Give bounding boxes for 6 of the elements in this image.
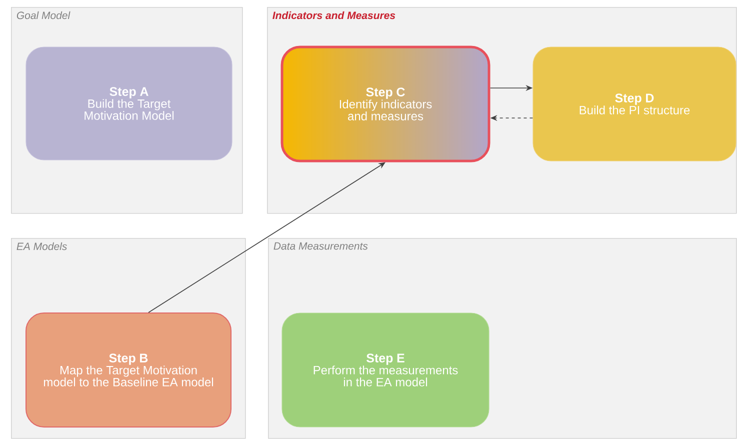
step-box: Step E Perform the measurements in the EA model [282, 312, 490, 428]
arrow [148, 162, 386, 313]
step-box: Step B Map the Target Motivation model to the Baseline EA model [26, 312, 232, 428]
step-box: Step A Build the Target Motivation Model [26, 46, 232, 160]
step-box: Step D Build the PI structure [532, 46, 736, 162]
step-box: Step C Identify indicators and measures [280, 46, 490, 162]
